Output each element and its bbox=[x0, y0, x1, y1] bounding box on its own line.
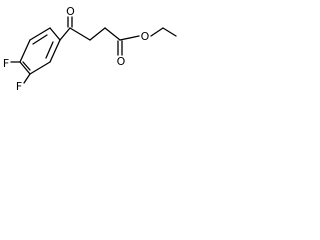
bond-group bbox=[10, 16, 177, 84]
chain-bond bbox=[69, 27, 91, 41]
ring-bond bbox=[49, 39, 61, 63]
ring-double-bond bbox=[32, 34, 48, 45]
ring-bond bbox=[29, 61, 51, 75]
ring-double-bond bbox=[22, 61, 31, 71]
fluorine-bottom-bond bbox=[23, 73, 31, 84]
ring-bond bbox=[29, 27, 51, 41]
ketone-oxygen-label: O bbox=[66, 5, 75, 18]
ester-single-bond bbox=[119, 35, 140, 41]
ring-bond bbox=[49, 27, 61, 41]
ester-oxygen-label: O bbox=[141, 30, 150, 43]
chain-bond bbox=[89, 27, 106, 41]
ring-bond bbox=[19, 61, 31, 75]
chain-bond bbox=[104, 27, 121, 41]
ethyl-bond bbox=[162, 27, 177, 37]
ring-double-bond bbox=[45, 41, 54, 59]
carbonyl-oxygen-label: O bbox=[117, 55, 126, 68]
ring-to-ketone-bond bbox=[59, 27, 71, 41]
fluorine-bottom-label: F bbox=[16, 80, 22, 93]
structure-diagram: O O O F F bbox=[3, 5, 177, 93]
ethyl-bond bbox=[150, 27, 164, 37]
ring-bond bbox=[19, 39, 31, 63]
fluorine-top-label: F bbox=[3, 57, 9, 70]
